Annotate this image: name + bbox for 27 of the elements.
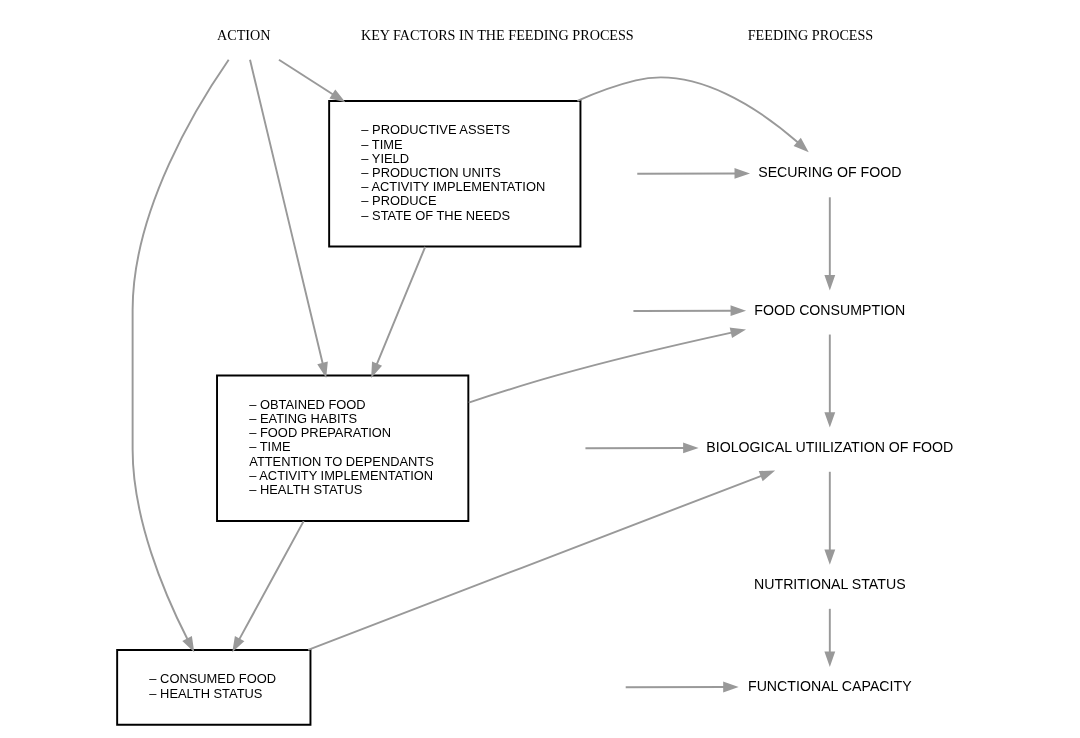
arrow — [277, 58, 345, 103]
node-box: – CONSUMED FOOD – HEALTH STATUS — [115, 648, 311, 726]
label: FEEDING PROCESS — [747, 27, 873, 44]
arrow — [635, 168, 750, 179]
node-text: SECURING OF FOOD — [757, 164, 901, 181]
arrow — [823, 333, 835, 428]
arrow — [823, 607, 835, 667]
node-text: BIOLOGICAL UTIILIZATION OF FOOD — [705, 438, 953, 455]
node-box: – OBTAINED FOOD – EATING HABITS – FOOD PREPARATION – TIME ATTENTION TO DEPENDANTS – ACTIVITY IMPLEMENTATION – HEALTH STATUS — [215, 374, 469, 523]
node-text: FUNCTIONAL CAPACITY — [747, 677, 912, 694]
arrow — [306, 470, 775, 651]
node-text: ACTION — [216, 27, 271, 44]
arrow — [370, 245, 426, 378]
arrow — [583, 442, 699, 454]
arrow — [467, 327, 746, 404]
label: KEY FACTORS IN THE FEEDING PROCESS — [360, 27, 634, 44]
arrow — [231, 520, 305, 653]
arrow — [624, 681, 739, 693]
arrow — [131, 58, 230, 653]
arrow — [631, 305, 746, 317]
arrow — [823, 196, 835, 291]
node-box: – PRODUCTIVE ASSETS – TIME – YIELD – PRODUCTION UNITS – ACTIVITY IMPLEMENTATION – PRODUCE – STATE OF THE NEEDS — [327, 100, 581, 248]
node-text: NUTRITIONAL STATUS — [753, 576, 906, 593]
node-text: FOOD CONSUMPTION — [753, 301, 905, 318]
arrow — [823, 470, 835, 565]
arrow — [575, 76, 809, 153]
arrow — [248, 58, 328, 378]
